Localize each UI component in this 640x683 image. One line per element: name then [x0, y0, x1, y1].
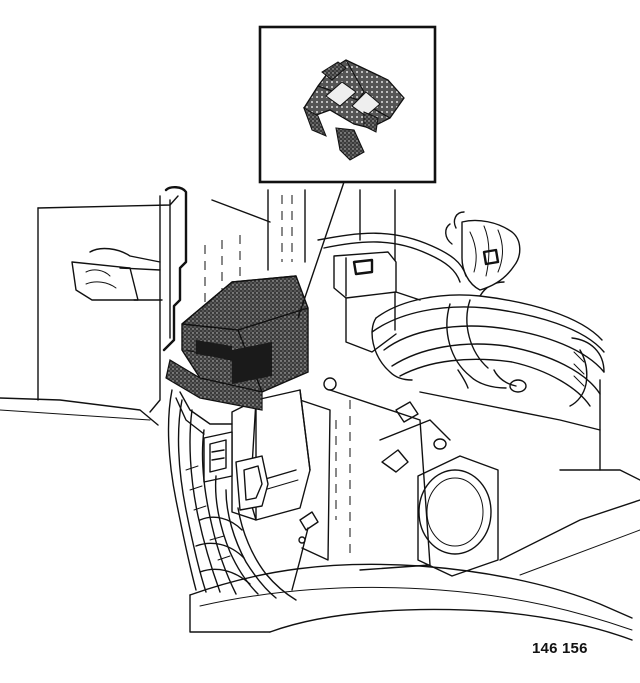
relay-component — [165, 275, 309, 411]
callout-leader-line — [297, 181, 345, 319]
terminal-lug — [291, 511, 319, 591]
relay-connector — [175, 391, 269, 511]
body-panel — [0, 195, 640, 576]
figure-number: 146 156 — [532, 640, 588, 657]
wiring-harness-left — [167, 389, 297, 601]
trim-panel — [189, 563, 633, 641]
wiring-harness-right — [317, 232, 605, 407]
frame-pillar — [204, 189, 396, 345]
vertical-bracket — [149, 186, 188, 413]
callout-detail — [258, 25, 437, 319]
side-panel — [299, 377, 499, 577]
relay-detail-illustration — [303, 59, 405, 161]
upper-connector — [333, 251, 421, 353]
retaining-clip — [71, 247, 163, 301]
taped-harness — [445, 211, 521, 291]
